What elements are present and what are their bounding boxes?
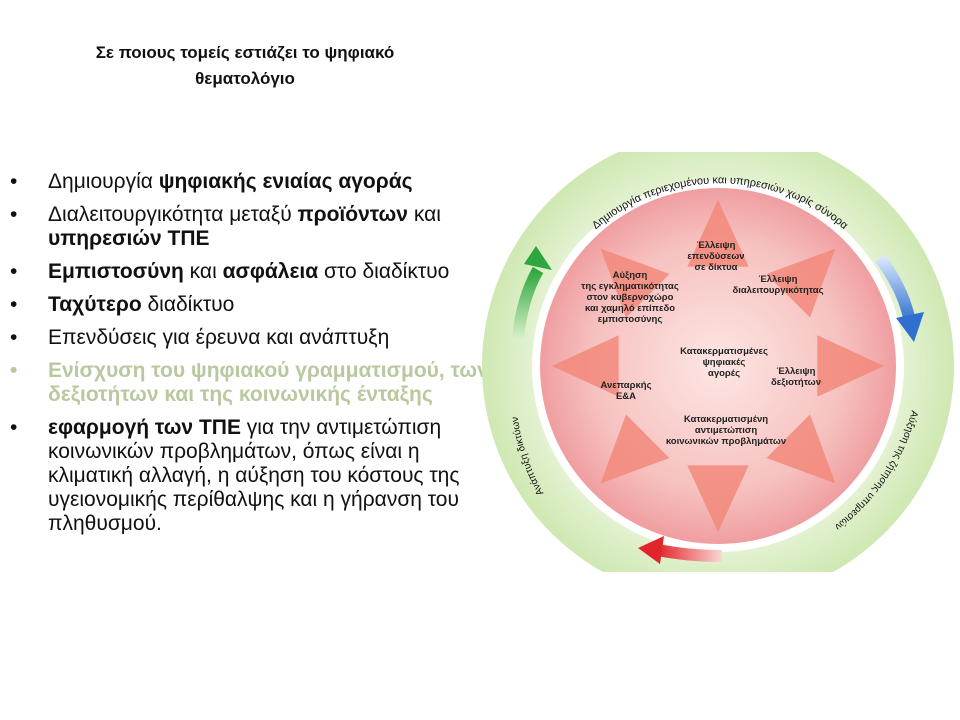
label-line: και χαμηλό επίπεδο	[585, 303, 675, 314]
digital-agenda-cycle-diagram: Δημιουργία περιεχομένου και υπηρεσιών χω…	[482, 152, 954, 572]
bullet-dot: •	[10, 170, 18, 193]
label-line: εμπιστοσύνης	[598, 314, 663, 325]
bullet-text-run: στο διαδίκτυο	[318, 260, 450, 283]
bullet-text-run: για την αντιμετώπιση κοινωνικών προβλημά…	[48, 416, 460, 535]
label-line: Κατακερματισμένη	[684, 414, 768, 425]
petal-arrows	[552, 200, 884, 532]
bullet-text-run: και	[183, 260, 223, 283]
arrow-red-left-icon	[638, 536, 723, 564]
label-line: Αύξηση	[613, 270, 648, 281]
bullet-text-run: Δημιουργία	[48, 170, 159, 193]
bullet-text-run: προϊόντων	[297, 203, 408, 226]
bullet-dot: •	[10, 203, 18, 226]
slide-title-line-2: θεματολόγιο	[195, 69, 295, 88]
bullet-text-run: υπηρεσιών ΤΠΕ	[48, 227, 210, 250]
label-line: Ανεπαρκής	[600, 380, 651, 391]
petal-arrow	[687, 200, 749, 267]
bullet-text-run: εφαρμογή των ΤΠΕ	[48, 416, 241, 439]
bullet-text-run: Επενδύσεις για έρευνα και ανάπτυξη	[48, 326, 390, 349]
bullet-dot: •	[10, 359, 18, 382]
arrow-green-up-icon	[512, 246, 552, 339]
bullet-text-run: Εμπιστοσύνη	[48, 260, 184, 283]
label-line: στον κυβερνοχώρο	[587, 292, 674, 303]
label-line: Έλλειψη	[697, 240, 736, 251]
bullet-item: • Επενδύσεις για έρευνα και ανάπτυξη	[10, 326, 490, 350]
petal-arrow	[687, 465, 749, 532]
petal-arrow	[766, 414, 836, 484]
bullet-dot: •	[10, 416, 18, 439]
label-line: κοινωνικών προβλημάτων	[666, 436, 786, 447]
label-line: διαλειτουργικότητας	[732, 285, 823, 296]
label-line: Κατακερματισμένες	[680, 346, 768, 357]
label-line: ψηφιακές	[703, 357, 746, 368]
bullet-text-run: Ενίσχυση του ψηφιακού γραμματισμού, των …	[48, 359, 489, 406]
bullet-text-run: Διαλειτουργικότητα μεταξύ	[48, 203, 298, 226]
bullet-list: • Δημιουργία ψηφιακής ενιαίας αγοράς • Διαλ…	[10, 170, 490, 545]
label-line: αγορές	[708, 368, 740, 379]
bullet-item: • Διαλειτουργικότητα μεταξύ προϊόντων και…	[10, 203, 490, 251]
label-line: σε δίκτυα	[695, 262, 738, 273]
bullet-text-run: ασφάλεια	[222, 260, 319, 283]
bullet-item: • Δημιουργία ψηφιακής ενιαίας αγοράς	[10, 170, 490, 194]
petal-arrow	[600, 248, 670, 318]
bullet-dot: •	[10, 326, 18, 349]
bullet-text-run: διαδίκτυο	[141, 293, 235, 316]
arrow-blue-down-icon	[875, 254, 924, 342]
label-line: Έλλειψη	[759, 274, 798, 285]
petal-arrow	[817, 335, 884, 397]
slide-title-line-1: Σε ποιους τομείς εστιάζει το ψηφιακό	[95, 43, 395, 62]
label-line: αντιμετώπιση	[695, 425, 757, 436]
bullet-item: • Εμπιστοσύνη και ασφάλεια στο διαδίκτυο	[10, 260, 490, 284]
bullet-item: • Ταχύτερο διαδίκτυο	[10, 293, 490, 317]
bullet-text-run: Ταχύτερο	[48, 293, 142, 316]
slide-title: Σε ποιους τομείς εστιάζει το ψηφιακό θεμ…	[30, 40, 460, 92]
bullet-text-run: και	[407, 203, 441, 226]
petal-arrow	[552, 335, 619, 397]
label-line: επενδύσεων	[687, 251, 744, 262]
label-line: δεξιοτήτων	[771, 377, 821, 388]
label-line: Έλλειψη	[777, 366, 816, 377]
petal-arrow	[766, 248, 836, 318]
label-line: της εγκληματικότητας	[581, 281, 679, 292]
bullet-dot: •	[10, 293, 18, 316]
bullet-item: • εφαρμογή των ΤΠΕ για την αντιμετώπιση κ…	[10, 416, 490, 536]
bullet-item: • Ενίσχυση του ψηφιακού γραμματισμού, των…	[10, 359, 490, 407]
petal-arrow	[600, 414, 670, 484]
label-line: Ε&Α	[616, 391, 636, 402]
bullet-text-run: ψηφιακής ενιαίας αγοράς	[158, 170, 413, 193]
bullet-dot: •	[10, 260, 18, 283]
